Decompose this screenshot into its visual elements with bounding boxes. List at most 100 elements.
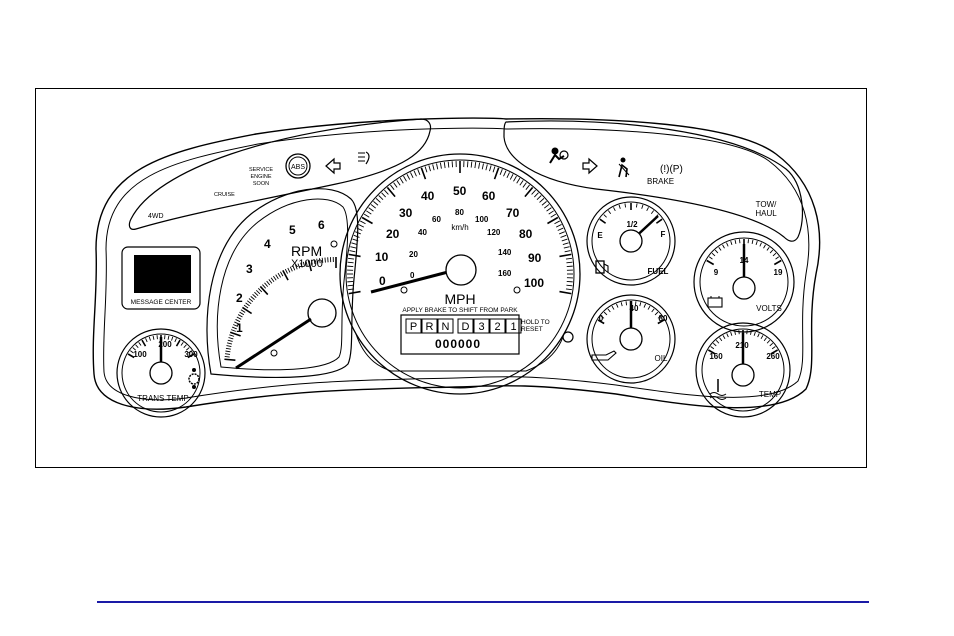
- tachometer-tick: [246, 300, 252, 305]
- temp-tick: [734, 330, 736, 335]
- volts-tick: [751, 239, 754, 244]
- kmh-unit-label: km/h: [451, 223, 468, 232]
- speed-tick: [559, 253, 572, 258]
- speed-tick: [565, 288, 572, 291]
- tachometer-tick: [252, 293, 257, 298]
- fuel-tick: [641, 204, 644, 209]
- speed-tick: [349, 250, 356, 253]
- volts-tick: [773, 259, 782, 266]
- speed-tick: [531, 189, 536, 195]
- speed-tick: [485, 164, 488, 171]
- speed-tick: [513, 175, 517, 182]
- instrument-cluster-drawing: 1 2 3 4 5 6 RPM X1000 MESSAGE CENTER 100…: [92, 117, 821, 418]
- headlight-icon: [358, 151, 370, 165]
- tachometer-tick: [297, 263, 301, 269]
- speedometer-inner-bezel: [345, 159, 575, 389]
- tachometer-tick: [305, 260, 308, 267]
- trans-tick: [174, 338, 177, 343]
- tachometer-tick: [240, 309, 246, 313]
- brake-indicator: BRAKE: [647, 177, 674, 186]
- oil-mark-80: 80: [659, 314, 668, 323]
- oil-tick: [639, 302, 642, 307]
- speed-tick: [559, 231, 565, 235]
- prndl-shift-notice: APPLY BRAKE TO SHIFT FROM PARK: [402, 307, 518, 314]
- volts-tick: [708, 256, 713, 260]
- gear-cell-n: [437, 318, 454, 334]
- tachometer-tick: [302, 261, 306, 267]
- speed-tick: [417, 169, 421, 175]
- volts-tick: [726, 242, 729, 247]
- tachometer-label: RPM: [291, 243, 322, 259]
- tachometer-tick: [225, 350, 231, 353]
- speed-mark-60: 60: [482, 189, 496, 203]
- oil-bezel: [586, 294, 676, 384]
- temp-tick: [763, 337, 767, 342]
- trans-temp-mark-300: 300: [184, 350, 198, 359]
- speed-tick: [474, 162, 477, 169]
- instrument-cluster-figure: 1 2 3 4 5 6 RPM X1000 MESSAGE CENTER 100…: [35, 88, 867, 468]
- fuel-tick: [646, 207, 649, 212]
- fuel-tick: [599, 218, 607, 224]
- temp-face: [701, 328, 785, 412]
- temp-tick: [707, 349, 716, 355]
- tow-haul-line-2: HAUL: [755, 209, 777, 218]
- volts-tick: [763, 244, 766, 249]
- gear-label-1: 1: [510, 321, 516, 333]
- fuel-tick: [624, 203, 627, 208]
- speedometer-left-dot: [400, 286, 408, 294]
- temp-bezel: [695, 322, 791, 418]
- temp-tick: [722, 335, 726, 340]
- trip-reset-stem[interactable]: [562, 331, 574, 343]
- volts-tick: [718, 246, 722, 251]
- oil-tick: [634, 301, 637, 306]
- kmh-mark-100: 100: [475, 215, 489, 224]
- kmh-mark-20: 20: [409, 250, 418, 259]
- speed-mark-90: 90: [528, 251, 542, 265]
- speed-tick: [393, 182, 398, 188]
- left-turn-signal-icon: [325, 157, 341, 175]
- trans-tick: [132, 347, 137, 351]
- tach-mark-6: 6: [318, 218, 325, 232]
- fuel-bezel: [586, 196, 676, 286]
- gear-label-3: 3: [478, 321, 484, 333]
- fuel-label: FUEL: [648, 267, 669, 276]
- speed-tick: [358, 224, 365, 228]
- speed-tick: [566, 261, 573, 264]
- volts-tick: [722, 244, 725, 249]
- speed-tick: [562, 242, 569, 245]
- fuel-tick: [613, 207, 616, 212]
- oil-tick: [607, 308, 611, 313]
- oil-tick: [657, 315, 662, 319]
- gear-cell-3: [473, 318, 490, 334]
- tachometer-tick: [243, 304, 249, 309]
- svg-text:ABS: ABS: [291, 164, 305, 171]
- speedometer-hub: [445, 254, 477, 286]
- fuel-mark-empty: E: [597, 231, 603, 240]
- volts-mark-14: 14: [740, 256, 749, 265]
- tach-mark-1: 1: [236, 321, 243, 335]
- trans-temp-hub: [149, 361, 173, 385]
- fuel-pump-icon: [595, 260, 609, 274]
- tachometer-face: [216, 198, 349, 371]
- speedometer-needle: [370, 270, 449, 294]
- tachometer-tick: [321, 257, 324, 263]
- speed-tick: [525, 184, 530, 190]
- trans-tick: [180, 341, 184, 346]
- speed-tick: [534, 192, 539, 198]
- oil-tick: [600, 315, 605, 319]
- oil-label: OIL: [655, 354, 668, 363]
- odometer-readout: 000000: [435, 337, 481, 351]
- speedometer-ticks: [347, 161, 573, 295]
- hold-to-reset-line-1: HOLD TO: [521, 319, 550, 326]
- abs-icon: ABS: [285, 153, 311, 179]
- trans-tick: [141, 339, 147, 347]
- tachometer-tick: [239, 311, 245, 316]
- speed-tick: [547, 216, 559, 225]
- fuel-tick: [635, 203, 638, 208]
- service-engine-soon-line-2: ENGINE: [250, 174, 271, 180]
- speed-tick: [399, 177, 404, 184]
- tachometer-tick: [256, 289, 261, 295]
- tachometer-tick: [237, 314, 243, 318]
- speed-tick: [424, 166, 428, 173]
- temp-hub: [731, 363, 755, 387]
